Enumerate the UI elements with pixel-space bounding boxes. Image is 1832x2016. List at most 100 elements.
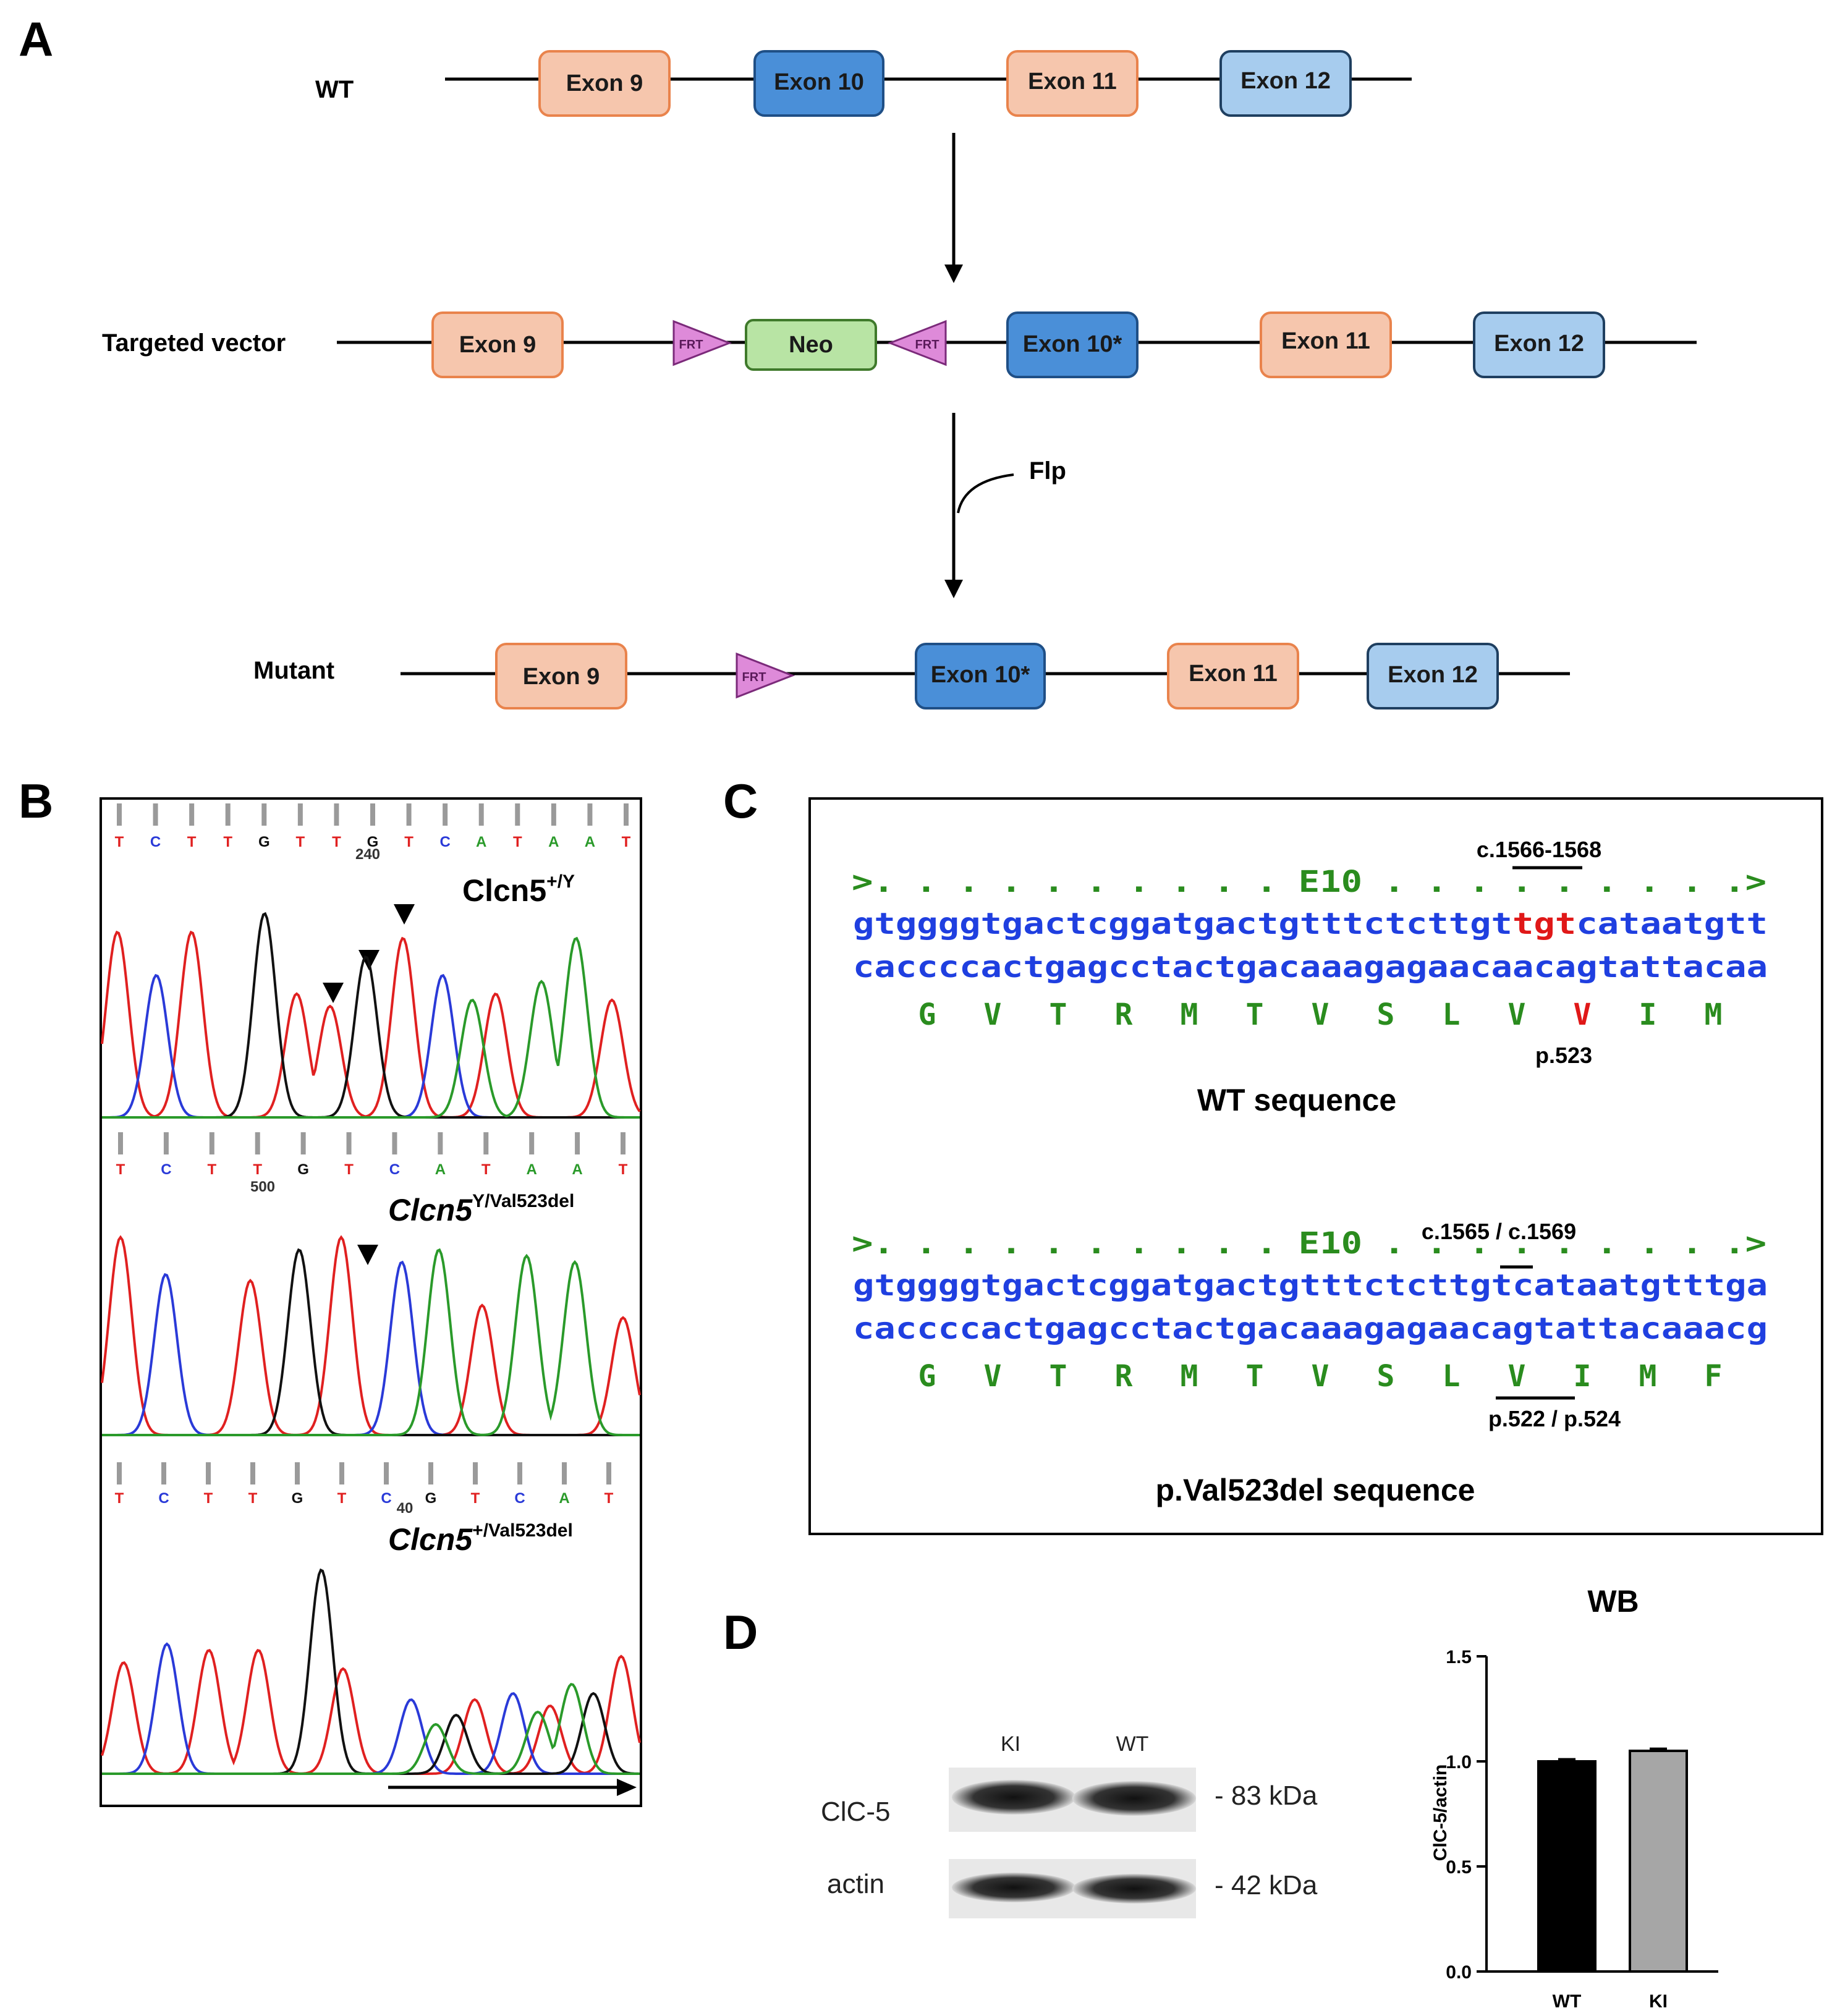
quality-bar bbox=[225, 803, 231, 826]
lane-label-ki: KI bbox=[1001, 1732, 1020, 1756]
y-tick-label: 0.0 bbox=[1446, 1962, 1472, 1983]
flp-label: Flp bbox=[1029, 457, 1066, 485]
quality-bar bbox=[483, 1132, 489, 1154]
band-ki-clc5 bbox=[952, 1780, 1075, 1815]
base-call: T bbox=[296, 834, 305, 850]
amino-acid: T bbox=[1050, 997, 1067, 1032]
wt-exon-11: Exon 11 bbox=[1006, 50, 1139, 117]
base-call: T bbox=[604, 1490, 614, 1507]
quality-bar bbox=[428, 1462, 433, 1484]
base-call: T bbox=[204, 1490, 213, 1507]
wt-nt-annotation: c.1566-1568 bbox=[1477, 837, 1601, 862]
base-call: T bbox=[344, 1161, 354, 1178]
trace-hemizygous-peaks bbox=[101, 1235, 641, 1436]
trace-wt-marker-1 bbox=[394, 904, 415, 925]
vector-frt-1-label: FRT bbox=[679, 338, 703, 352]
base-call: G bbox=[297, 1161, 309, 1178]
quality-bar bbox=[392, 1132, 397, 1154]
trace-heterozygous-position: 40 bbox=[397, 1500, 413, 1517]
vector-exon-11-label: Exon 11 bbox=[1281, 328, 1370, 354]
vector-neo-label: Neo bbox=[789, 332, 833, 358]
mutant-exon-9: Exon 9 bbox=[495, 643, 627, 709]
blot-row-clc5: ClC-5 bbox=[821, 1797, 890, 1827]
y-tick-label: 0.5 bbox=[1446, 1857, 1472, 1878]
amino-acid: T bbox=[1246, 997, 1264, 1032]
vector-exon-9-label: Exon 9 bbox=[459, 332, 536, 358]
amino-acid: R bbox=[1115, 1359, 1133, 1394]
base-call: A bbox=[559, 1490, 569, 1507]
amino-acid: T bbox=[1050, 1359, 1067, 1394]
mutant-frt-label: FRT bbox=[742, 671, 766, 684]
vector-exon-12: Exon 12 bbox=[1473, 311, 1605, 378]
y-tick-label: 1.5 bbox=[1446, 1647, 1472, 1667]
amino-acid: S bbox=[1377, 997, 1395, 1032]
western-blot: KI WT ClC-5 actin - 83 kDa - 42 kDa bbox=[821, 1732, 1318, 1918]
wt-row: WT Exon 9 Exon 10 Exon 11 Exon 12 bbox=[315, 50, 1412, 117]
bar-wt bbox=[1537, 1760, 1597, 1973]
quality-bar bbox=[562, 1462, 567, 1484]
quality-bar bbox=[300, 1132, 306, 1154]
mutant-exon-9-label: Exon 9 bbox=[523, 664, 600, 690]
vector-exon-11: Exon 11 bbox=[1260, 311, 1392, 378]
wt-row-label: WT bbox=[315, 76, 354, 103]
mut-line-1: gtggggtgactcggatgactgtttctcttgtcataatgtt… bbox=[853, 1268, 1768, 1303]
amino-acid: T bbox=[1246, 1359, 1264, 1394]
panel-d: D KI WT ClC-5 actin - 83 kDa - 42 kDa bbox=[723, 1584, 1718, 2012]
vector-exon-10-mut-label: Exon 10* bbox=[1023, 331, 1122, 357]
wt-aa-annotation: p.523 bbox=[1535, 1043, 1592, 1068]
peak-trace-A bbox=[102, 936, 640, 1119]
panel-label-b: B bbox=[19, 774, 53, 828]
chart-ylabel: ClC-5/actin bbox=[1430, 1764, 1451, 1861]
base-call: A bbox=[476, 834, 486, 850]
trace-heterozygous-genotype: Clcn5+/Val523del bbox=[388, 1520, 573, 1557]
quality-bar bbox=[473, 1462, 478, 1484]
base-call: T bbox=[481, 1161, 491, 1178]
vector-frt-2: FRT bbox=[887, 320, 947, 366]
base-call: C bbox=[381, 1490, 391, 1507]
vector-exon-10-mut: Exon 10* bbox=[1006, 311, 1139, 378]
quality-bar bbox=[370, 803, 375, 826]
vector-exon-12-label: Exon 12 bbox=[1494, 331, 1584, 357]
amino-acid: V bbox=[1312, 997, 1329, 1032]
quality-bar bbox=[529, 1132, 535, 1154]
quality-bar bbox=[339, 1462, 344, 1484]
quality-bar bbox=[551, 803, 556, 826]
panel-label-d: D bbox=[723, 1605, 758, 1659]
amino-acid: R bbox=[1115, 997, 1133, 1032]
quality-bar bbox=[206, 1462, 211, 1484]
chart-title: WB bbox=[1587, 1584, 1639, 1619]
wt-exon-9: Exon 9 bbox=[538, 50, 671, 117]
amino-acid: G bbox=[918, 1359, 936, 1394]
wt-line-2: caccccactgagcctactgacaaagagaacaacagtatta… bbox=[853, 950, 1768, 985]
panel-label-c: C bbox=[723, 774, 758, 828]
quality-bar bbox=[118, 1132, 123, 1154]
panel-a: A WT Exon 9 Exon 10 Exon 11 Exon 12 bbox=[19, 12, 1697, 709]
blot-row-actin: actin bbox=[827, 1869, 884, 1899]
base-call: T bbox=[116, 1161, 125, 1178]
amino-acid: I bbox=[1639, 997, 1657, 1032]
quality-bar bbox=[161, 1462, 166, 1484]
base-call: A bbox=[435, 1161, 446, 1178]
base-call: C bbox=[150, 834, 161, 850]
panel-c: C c.1566-1568 >. . . . . . . . . . E10 .… bbox=[723, 774, 1823, 1535]
base-call: G bbox=[367, 834, 379, 850]
mut-aa-annotation: p.522 / p.524 bbox=[1488, 1406, 1621, 1431]
base-call: C bbox=[158, 1490, 169, 1507]
base-call: A bbox=[548, 834, 559, 850]
amino-acid: L bbox=[1443, 997, 1461, 1032]
quality-bar bbox=[255, 1132, 260, 1154]
vector-row: Targeted vector Exon 9 FRT Neo FRT Exon … bbox=[102, 311, 1697, 378]
mutant-exon-12: Exon 12 bbox=[1367, 643, 1499, 709]
mutant-exon-10-mut: Exon 10* bbox=[915, 643, 1046, 709]
base-call: G bbox=[258, 834, 270, 850]
quality-bar bbox=[587, 803, 593, 826]
amino-acid: L bbox=[1443, 1359, 1461, 1394]
quality-bar bbox=[295, 1462, 300, 1484]
mutant-exon-11: Exon 11 bbox=[1167, 643, 1299, 709]
trace-wt-position: 240 bbox=[355, 846, 380, 863]
band-wt-clc5 bbox=[1072, 1781, 1196, 1816]
vector-frt-1: FRT bbox=[672, 320, 732, 366]
